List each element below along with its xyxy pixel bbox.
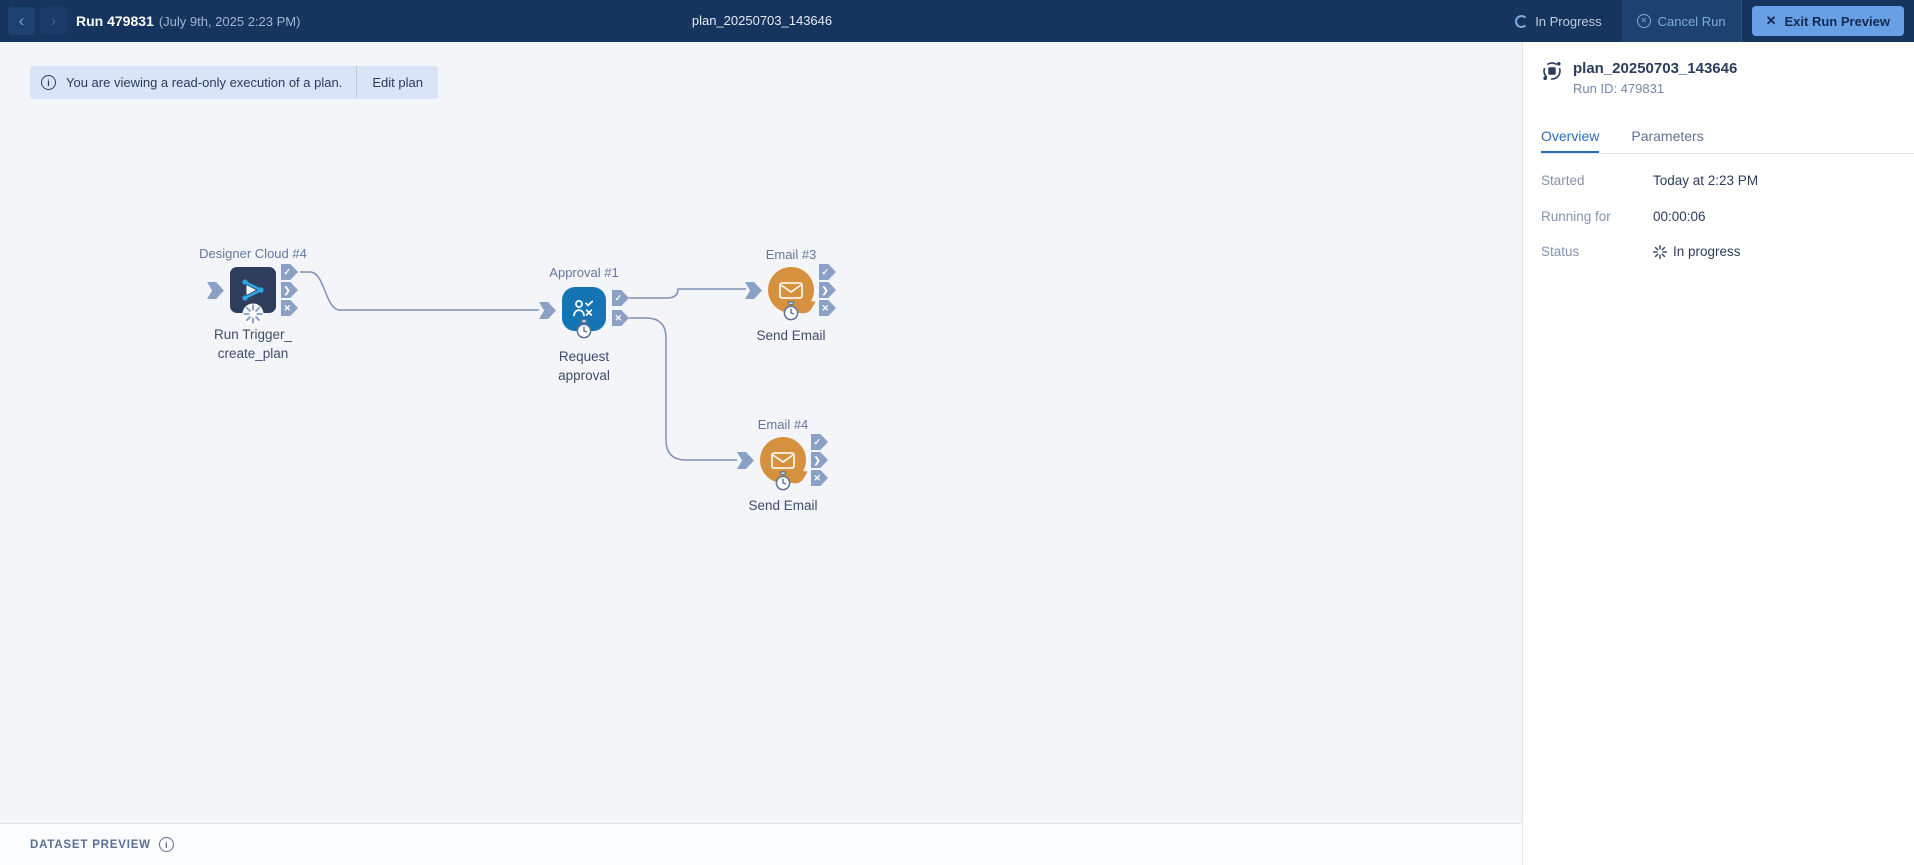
detail-row-started: Started Today at 2:23 PM <box>1541 173 1758 188</box>
fail-icon: ✕ <box>813 472 822 483</box>
topbar-divider <box>1740 0 1742 42</box>
plan-canvas[interactable]: Designer Cloud #4 ✓ ❯ ✕ Run Trigger_crea… <box>0 42 1522 823</box>
banner-message: You are viewing a read-only execution of… <box>66 75 343 90</box>
forward-button[interactable]: › <box>40 7 67 35</box>
edge-approval-to-email4 <box>629 317 737 461</box>
row-value: 00:00:06 <box>1653 209 1706 224</box>
stopwatch-icon <box>783 301 799 321</box>
spinner-icon <box>1515 14 1529 28</box>
exit-run-preview-button[interactable]: ✕ Exit Run Preview <box>1751 6 1904 36</box>
info-icon[interactable]: i <box>158 837 174 852</box>
node-email[interactable] <box>768 267 816 314</box>
node-name: Send Email <box>748 498 818 513</box>
run-title: Run 479831(July 9th, 2025 2:23 PM) <box>76 13 301 29</box>
node-email[interactable] <box>760 437 808 484</box>
banner-divider <box>356 66 358 99</box>
panel-tabs: Overview Parameters <box>1541 128 1914 154</box>
node-name: Request approval <box>558 349 610 383</box>
cancel-run-button[interactable]: ✕ Cancel Run <box>1621 0 1741 42</box>
node-type-label: Designer Cloud #4 <box>199 246 307 261</box>
check-icon: ✓ <box>614 292 623 303</box>
fail-icon: ✕ <box>821 302 830 313</box>
cancel-run-label: Cancel Run <box>1657 13 1726 29</box>
check-icon: ✓ <box>821 266 830 277</box>
detail-row-running-for: Running for 00:00:06 <box>1541 209 1706 224</box>
panel-run-id: Run ID: 479831 <box>1573 81 1665 96</box>
back-button[interactable]: ‹ <box>8 7 35 35</box>
run-date: (July 9th, 2025 2:23 PM) <box>158 14 301 29</box>
edit-plan-button[interactable]: Edit plan <box>372 75 423 90</box>
run-status-label: In Progress <box>1535 13 1602 29</box>
node-type-label: Email #4 <box>757 417 809 432</box>
chevron-icon: ❯ <box>283 284 291 295</box>
input-anchor[interactable] <box>737 452 754 469</box>
info-icon: i <box>41 75 56 90</box>
plan-title: plan_20250703_143646 <box>691 13 833 28</box>
row-value: In progress <box>1673 244 1741 259</box>
output-rejected-anchor[interactable]: ✕ <box>612 310 629 326</box>
row-label: Started <box>1541 173 1585 188</box>
edge-approval-to-email3 <box>629 288 746 299</box>
readonly-banner: i You are viewing a read-only execution … <box>30 66 438 99</box>
chevron-icon: ❯ <box>813 454 821 465</box>
dataset-preview-label: DATASET PREVIEW <box>30 838 151 851</box>
exit-run-preview-label: Exit Run Preview <box>1784 13 1890 29</box>
output-success-anchor[interactable]: ✓ <box>281 264 298 280</box>
chevron-left-icon: ‹ <box>18 11 25 30</box>
output-failure-anchor[interactable]: ✕ <box>819 300 836 316</box>
chevron-icon: ❯ <box>821 284 829 295</box>
input-anchor[interactable] <box>539 302 556 319</box>
stopwatch-icon <box>775 471 791 491</box>
row-label: Running for <box>1541 209 1611 224</box>
edge-designer-to-approval <box>300 271 539 311</box>
chevron-right-icon: › <box>50 11 57 30</box>
top-bar: ‹ › Run 479831(July 9th, 2025 2:23 PM) p… <box>0 0 1914 42</box>
input-anchor[interactable] <box>207 282 224 299</box>
node-name: Send Email <box>756 328 826 343</box>
output-next-anchor[interactable]: ❯ <box>281 282 298 298</box>
output-approved-anchor[interactable]: ✓ <box>612 290 629 306</box>
check-icon: ✓ <box>283 266 292 277</box>
running-spinner-icon <box>242 303 264 325</box>
panel-plan-title: plan_20250703_143646 <box>1573 60 1738 77</box>
email-icon <box>779 281 803 299</box>
output-failure-anchor[interactable]: ✕ <box>281 300 298 316</box>
row-label: Status <box>1541 244 1580 259</box>
dataset-preview-bar[interactable]: DATASET PREVIEW i <box>0 823 1522 865</box>
tab-parameters[interactable]: Parameters <box>1631 128 1704 144</box>
output-next-anchor[interactable]: ❯ <box>819 282 836 298</box>
run-status-indicator: In Progress <box>1515 13 1602 29</box>
node-type-label: Approval #1 <box>549 265 619 280</box>
close-icon: ✕ <box>1765 13 1777 28</box>
input-anchor[interactable] <box>745 282 762 299</box>
node-type-label: Email #3 <box>765 247 817 262</box>
email-icon <box>771 451 795 469</box>
row-value: Today at 2:23 PM <box>1653 173 1759 188</box>
tab-overview[interactable]: Overview <box>1541 128 1600 153</box>
output-success-anchor[interactable]: ✓ <box>811 434 828 450</box>
topbar-actions: In Progress ✕ Cancel Run ✕ Exit Run Prev… <box>1515 0 1914 42</box>
run-details-panel: plan_20250703_143646 Run ID: 479831 Over… <box>1522 42 1914 865</box>
output-next-anchor[interactable]: ❯ <box>811 452 828 468</box>
cancel-circle-icon: ✕ <box>1636 14 1651 28</box>
detail-row-status: Status In progress <box>1541 244 1741 259</box>
plan-icon <box>1543 62 1561 80</box>
output-success-anchor[interactable]: ✓ <box>819 264 836 280</box>
designer-cloud-icon <box>242 279 264 301</box>
approval-icon <box>573 300 594 317</box>
edge-lines <box>300 271 746 461</box>
node-name: Run Trigger_create_plan <box>213 327 293 361</box>
status-spinner-icon <box>1653 244 1667 259</box>
stopwatch-icon <box>576 319 592 339</box>
check-icon: ✓ <box>813 436 822 447</box>
fail-icon: ✕ <box>614 312 623 323</box>
node-designer-cloud[interactable] <box>230 267 276 313</box>
output-failure-anchor[interactable]: ✕ <box>811 470 828 486</box>
fail-icon: ✕ <box>283 302 292 313</box>
